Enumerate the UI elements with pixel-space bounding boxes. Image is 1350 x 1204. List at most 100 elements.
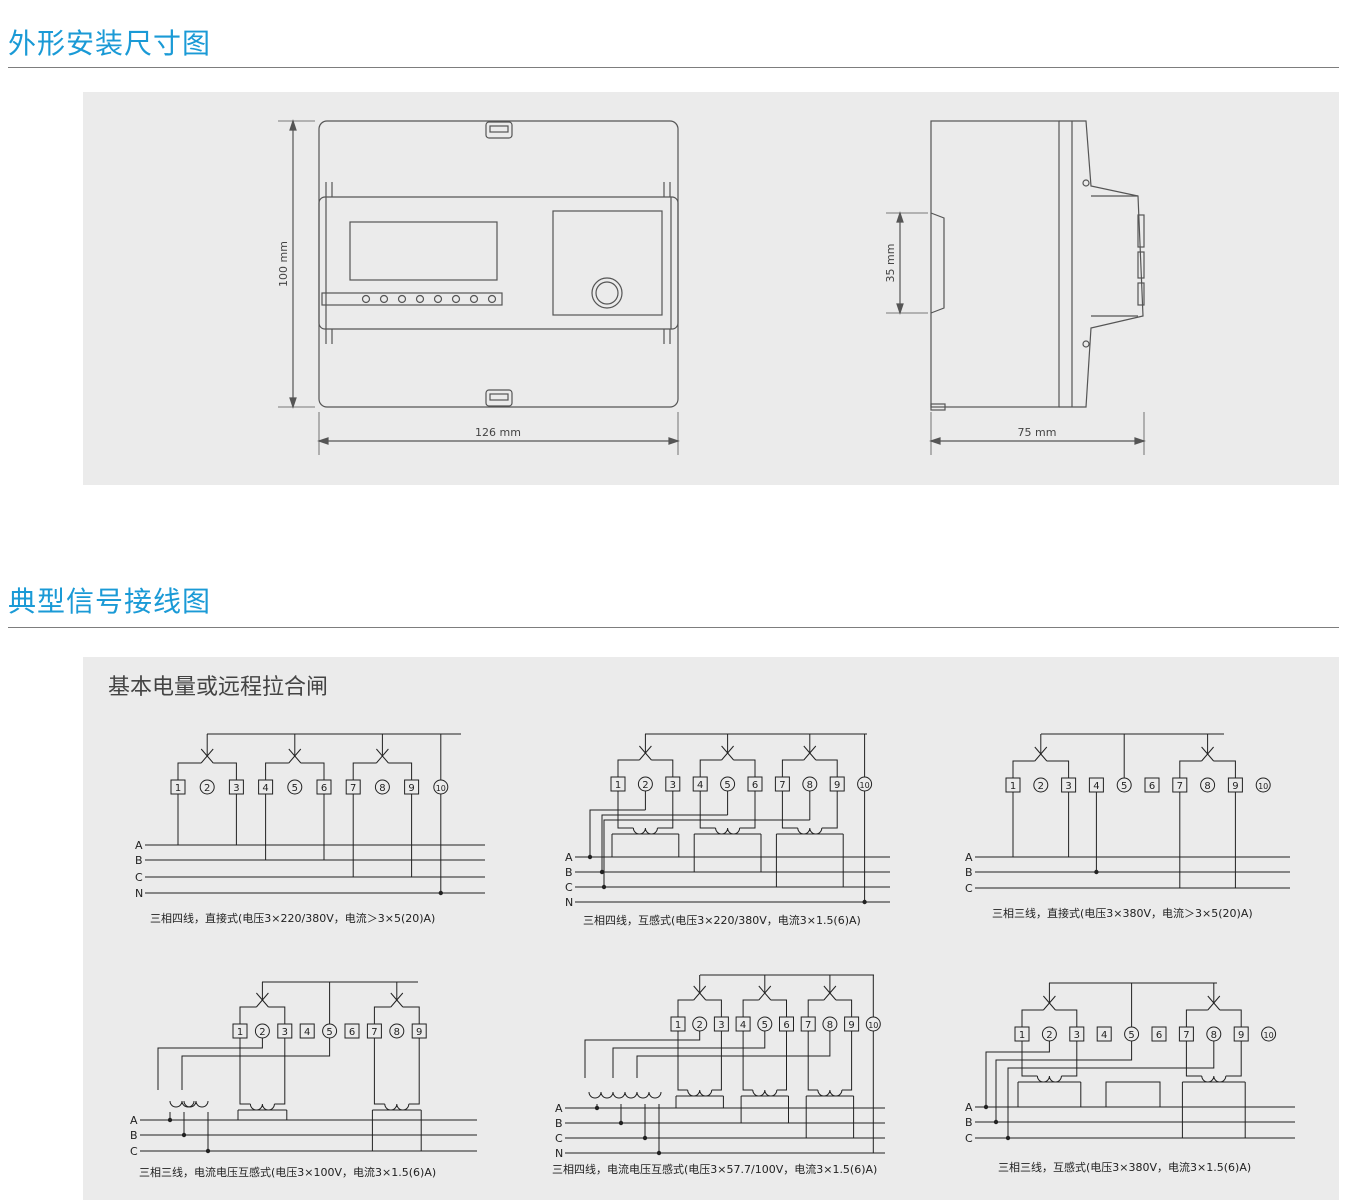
wire — [1055, 1009, 1078, 1027]
wire — [274, 1038, 286, 1105]
section-divider — [8, 67, 1339, 68]
wire — [617, 759, 640, 777]
ct-coil — [249, 1103, 275, 1111]
terminal-3-label: 3 — [1065, 781, 1071, 792]
phase-label: B — [130, 1129, 138, 1142]
terminal-6-label: 6 — [349, 1027, 355, 1038]
terminal-8-label: 8 — [1204, 781, 1210, 792]
caption-6: 三相三线，互感式(电压3×380V，电流3×1.5(6)A) — [998, 1161, 1252, 1174]
rail-label: 35 mm — [884, 244, 897, 283]
ct-coil — [384, 1103, 410, 1111]
wire — [807, 999, 824, 1017]
ct-coil — [1036, 1075, 1062, 1083]
terminal-7-label: 7 — [1183, 1030, 1189, 1041]
ct-coil — [588, 1091, 614, 1099]
bottom-clip — [485, 389, 513, 407]
phase-label: C — [135, 871, 143, 884]
junction-dot — [205, 1148, 211, 1154]
knob — [591, 277, 623, 309]
terminal-2-label: 2 — [259, 1027, 265, 1038]
caption-5: 三相四线，电流电压互感式(电压3×57.7/100V，电流3×1.5(6)A) — [552, 1163, 878, 1176]
phase-label: C — [565, 881, 573, 894]
terminal-1-label: 1 — [1010, 781, 1016, 792]
meter-front-outline — [318, 120, 679, 408]
terminal-9-label: 9 — [834, 780, 840, 791]
terminal-2-circle — [199, 779, 215, 795]
terminal-6-box — [1144, 777, 1160, 793]
junction-dot — [1005, 1135, 1011, 1141]
phase-label: C — [555, 1132, 563, 1145]
meter-side-outline — [930, 120, 1060, 408]
terminal-6-label: 6 — [752, 780, 758, 791]
terminal-2-label: 2 — [1046, 1030, 1052, 1041]
wire — [1185, 1041, 1202, 1077]
terminal-9-label: 9 — [848, 1020, 854, 1031]
wire — [584, 1031, 701, 1078]
phase-label: B — [135, 854, 143, 867]
terminal-8-label: 8 — [807, 780, 813, 791]
terminal-2-label: 2 — [697, 1020, 703, 1031]
ct-coil — [169, 1100, 195, 1108]
terminal-7-label: 7 — [371, 1027, 377, 1038]
phase-label: B — [555, 1117, 563, 1130]
terminal-4-label: 4 — [1093, 781, 1099, 792]
terminal-8-circle — [1200, 777, 1216, 793]
terminal-10-label: 10 — [1264, 1031, 1274, 1040]
depth-label: 75 mm — [1018, 426, 1057, 439]
wire — [770, 999, 787, 1017]
terminal-10-label: 10 — [860, 781, 870, 790]
junction-dot — [642, 1135, 648, 1141]
caption-4: 三相三线，电流电压互感式(电压3×100V，电流3×1.5(6)A) — [139, 1166, 437, 1179]
terminal-2-label: 2 — [1038, 781, 1044, 792]
terminal-5-label: 5 — [1121, 781, 1127, 792]
terminal-10-label: 10 — [868, 1021, 878, 1030]
ct-coil — [183, 1100, 209, 1108]
wire — [1219, 1009, 1242, 1027]
phase-label: C — [965, 1132, 973, 1145]
terminal-7-label: 7 — [1177, 781, 1183, 792]
wire — [985, 1041, 1050, 1107]
ct-coil — [715, 827, 741, 835]
terminal-9-label: 9 — [408, 783, 414, 794]
wire — [1179, 760, 1202, 778]
phase-label: N — [135, 887, 143, 900]
wire — [373, 1038, 385, 1105]
wire — [657, 791, 674, 829]
terminal-6-label: 6 — [321, 783, 327, 794]
wire — [612, 1031, 766, 1078]
wire — [402, 1006, 420, 1024]
junction-dot — [167, 1117, 173, 1123]
wire — [1061, 1041, 1078, 1077]
terminal-1-label: 1 — [675, 1020, 681, 1031]
junction-dot — [618, 1120, 624, 1126]
terminal-8-label: 8 — [1211, 1030, 1217, 1041]
wire — [1021, 1009, 1044, 1027]
terminal-4-label: 4 — [1101, 1030, 1107, 1041]
wiring-subtitle: 基本电量或远程拉合闸 — [108, 675, 328, 700]
wire — [1213, 760, 1236, 778]
wire — [711, 1031, 722, 1091]
terminal-1-label: 1 — [615, 780, 621, 791]
wire — [265, 762, 289, 780]
wire — [781, 759, 804, 777]
wire — [742, 1031, 753, 1091]
junction-dot — [656, 1150, 662, 1156]
phase-label: N — [565, 896, 573, 909]
wire — [742, 999, 759, 1017]
phase-label: A — [965, 1101, 973, 1114]
terminal-2-label: 2 — [642, 780, 648, 791]
terminal-6-label: 6 — [783, 1020, 789, 1031]
wire — [705, 999, 722, 1017]
wire — [1225, 1041, 1242, 1077]
phase-label: B — [565, 866, 573, 879]
terminal-3-label: 3 — [282, 1027, 288, 1038]
wire — [699, 759, 722, 777]
terminal-4-box — [1096, 1026, 1112, 1042]
terminal-1-label: 1 — [237, 1027, 243, 1038]
wire — [239, 1038, 251, 1105]
terminal-4-label: 4 — [740, 1020, 746, 1031]
